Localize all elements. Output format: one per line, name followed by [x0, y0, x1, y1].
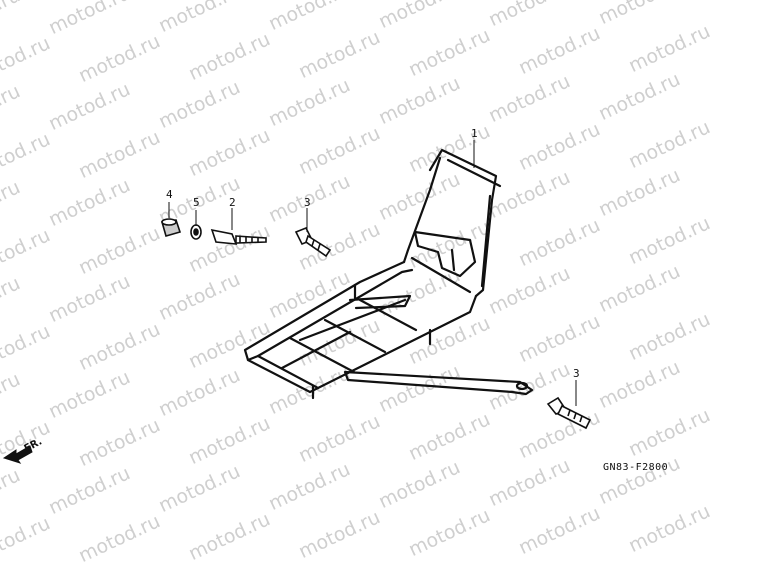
diagram-code: GN83-F2800 — [603, 462, 669, 473]
cap-nut — [160, 218, 182, 237]
callout-5: 5 — [193, 196, 200, 209]
flange-bolt-upper — [294, 226, 332, 258]
callout-2: 2 — [229, 196, 236, 209]
stud-bolt — [210, 228, 267, 245]
leader-lines — [168, 140, 577, 406]
flange-bolt-lower — [546, 396, 592, 430]
front-direction-arrow — [2, 445, 33, 464]
callout-3-upper: 3 — [304, 196, 311, 209]
rear-carrier-rack — [243, 148, 534, 400]
washer — [190, 224, 202, 240]
callout-3-lower: 3 — [573, 367, 580, 380]
callout-4: 4 — [166, 188, 173, 201]
callout-1: 1 — [471, 127, 478, 140]
